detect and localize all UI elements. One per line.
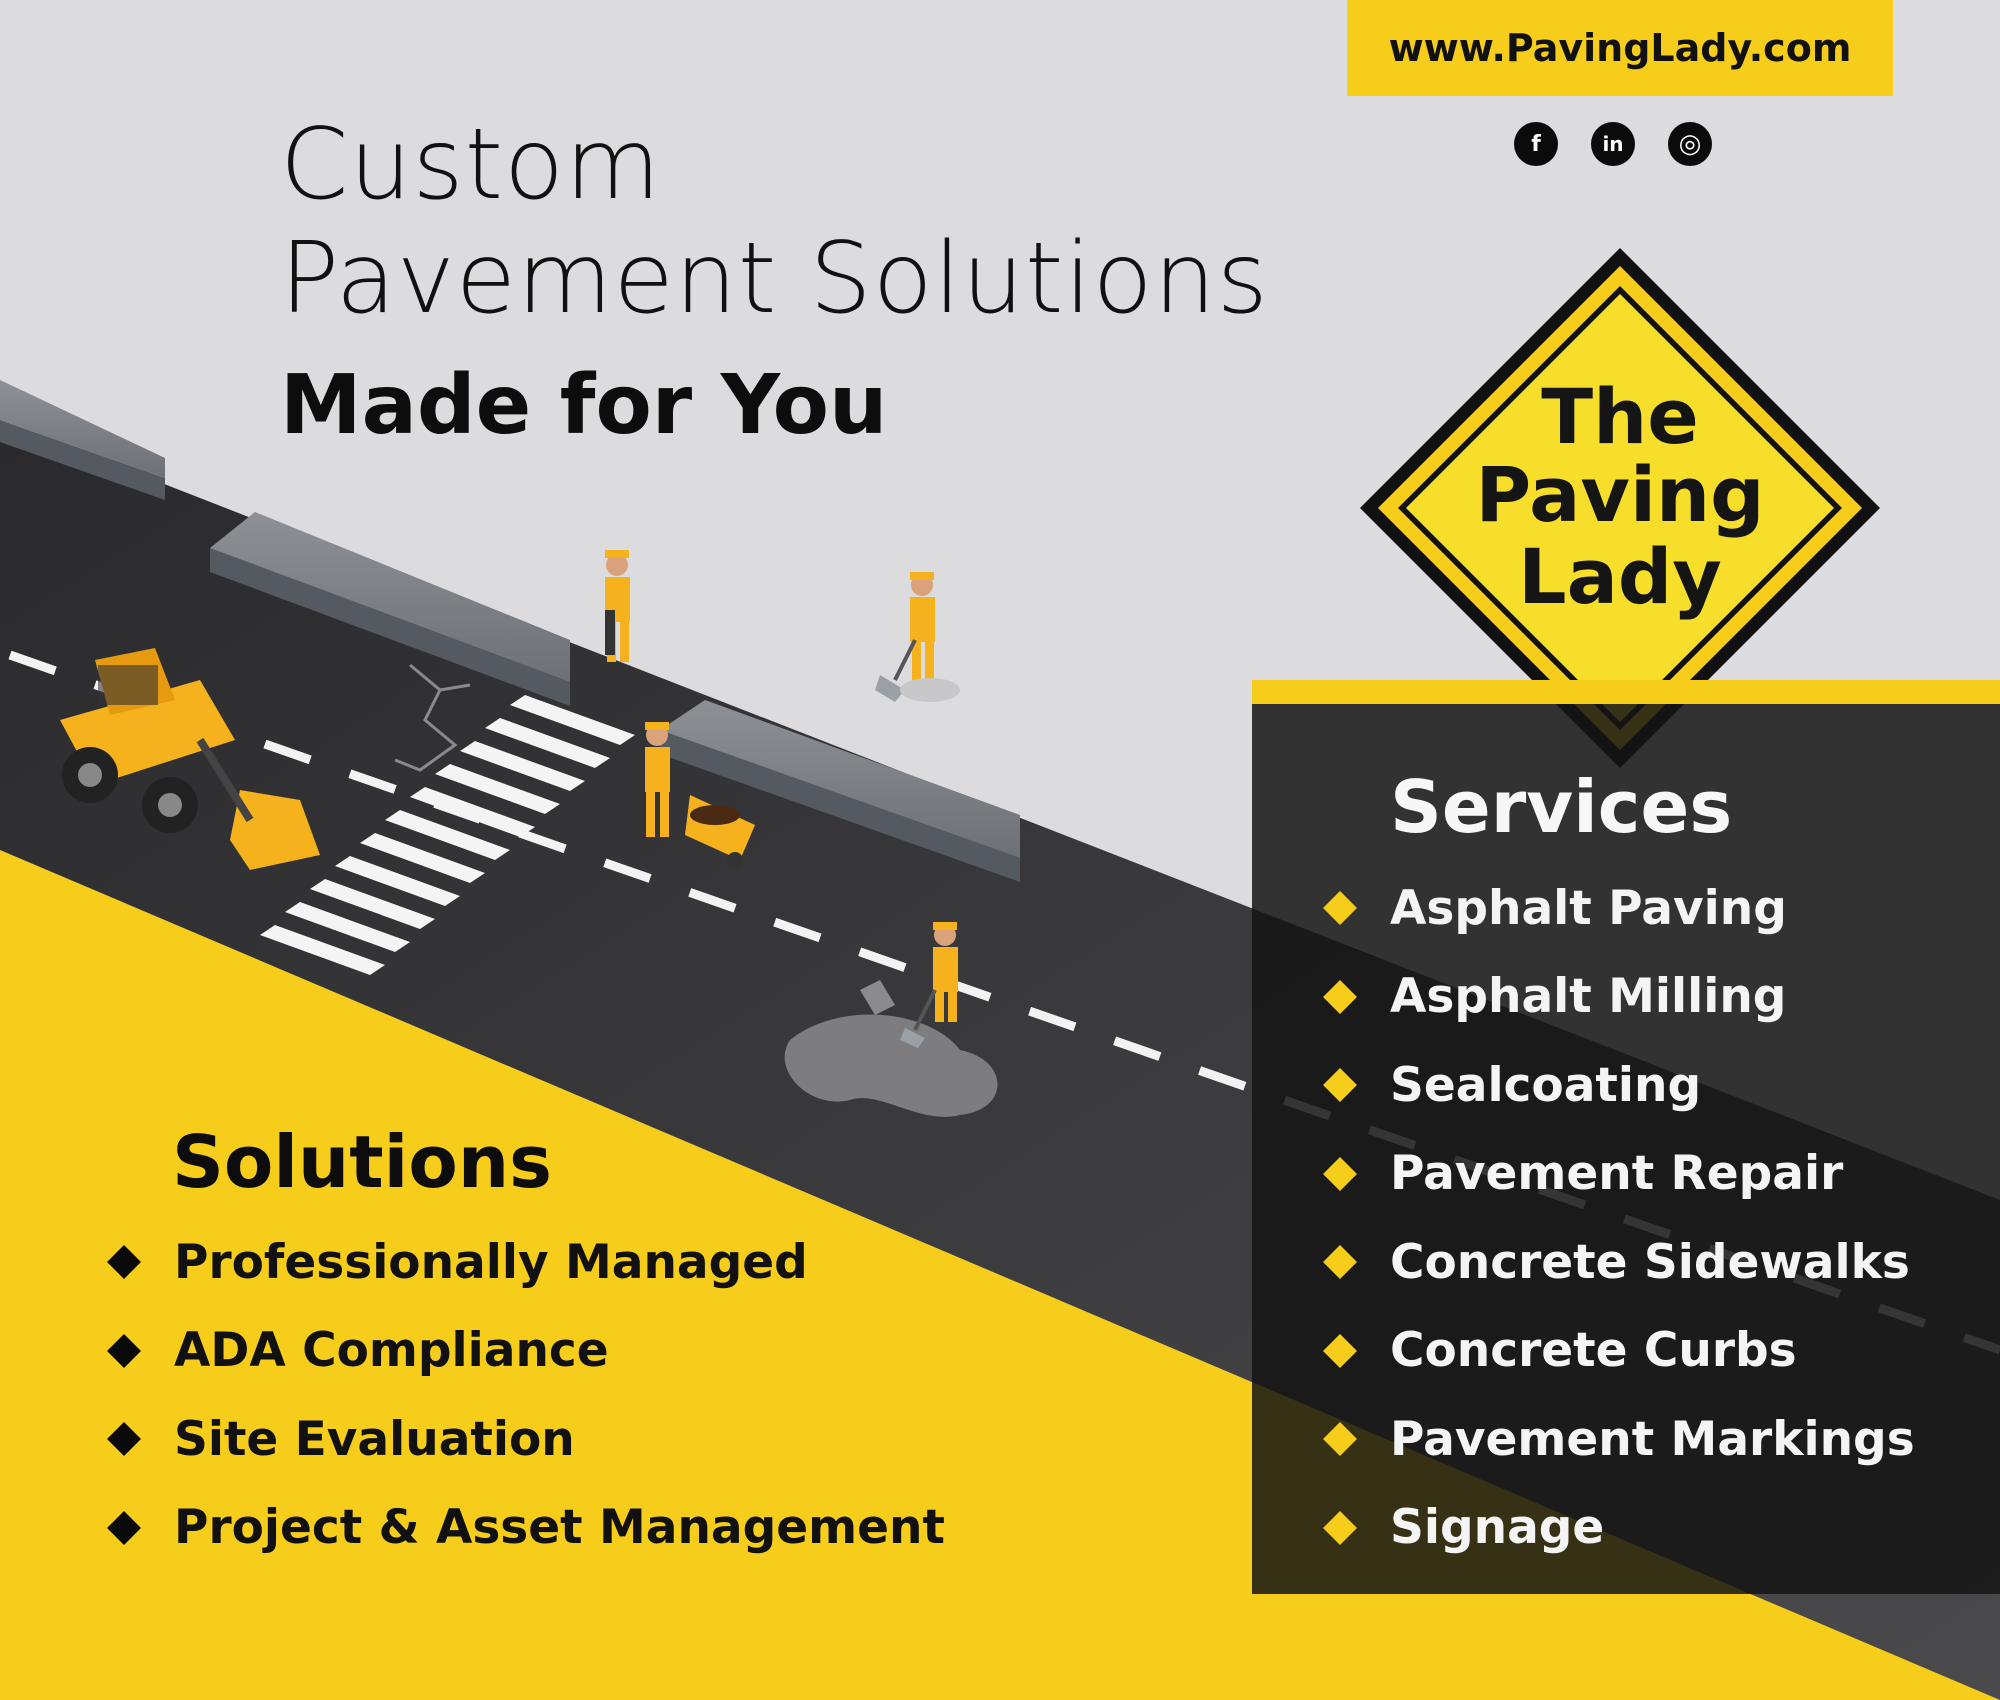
- paving-lady-sign: [1360, 248, 1880, 768]
- list-item: Signage: [1323, 1484, 1915, 1573]
- worker-shovel: [875, 572, 960, 702]
- list-item: Concrete Sidewalks: [1323, 1218, 1915, 1307]
- website-link[interactable]: www.PavingLady.com: [1347, 0, 1893, 96]
- logo-line-2: Paving: [1475, 450, 1765, 539]
- solutions-title: Solutions: [172, 1120, 552, 1204]
- list-item: Concrete Curbs: [1323, 1307, 1915, 1396]
- logo-line-3: Lady: [1518, 532, 1722, 621]
- list-item: Site Evaluation: [107, 1395, 945, 1484]
- list-item: Sealcoating: [1323, 1041, 1915, 1130]
- list-item: Pavement Markings: [1323, 1395, 1915, 1484]
- worker-wheelbarrow: [645, 722, 755, 868]
- services-list: Asphalt Paving Asphalt Milling Sealcoati…: [1323, 864, 1915, 1573]
- list-item: Professionally Managed: [107, 1218, 945, 1307]
- services-title: Services: [1390, 765, 1733, 849]
- list-item: Asphalt Milling: [1323, 953, 1915, 1042]
- worker-jackhammer: [605, 550, 630, 662]
- headline-line-3: Made for You: [280, 358, 888, 453]
- headline-line-2: Pavement Solutions: [280, 222, 1269, 336]
- website-url[interactable]: www.PavingLady.com: [1388, 26, 1852, 70]
- services-panel: [1252, 680, 2000, 1594]
- linkedin-icon[interactable]: in: [1591, 122, 1635, 166]
- list-item: Project & Asset Management: [107, 1484, 945, 1573]
- logo-line-1: The: [1541, 372, 1699, 461]
- worker-puddle: [860, 922, 958, 1048]
- list-item: ADA Compliance: [107, 1307, 945, 1396]
- list-item: Asphalt Paving: [1323, 864, 1915, 953]
- puddle: [784, 1014, 998, 1117]
- loader: [60, 648, 320, 870]
- solutions-list: Professionally Managed ADA Compliance Si…: [107, 1218, 945, 1573]
- road-crack: [394, 663, 471, 772]
- curbs: [0, 380, 1020, 882]
- facebook-icon[interactable]: f: [1514, 122, 1558, 166]
- list-item: Pavement Repair: [1323, 1130, 1915, 1219]
- instagram-icon[interactable]: ◎: [1668, 122, 1712, 166]
- crosswalk: [260, 695, 635, 975]
- headline-line-1: Custom: [280, 108, 662, 222]
